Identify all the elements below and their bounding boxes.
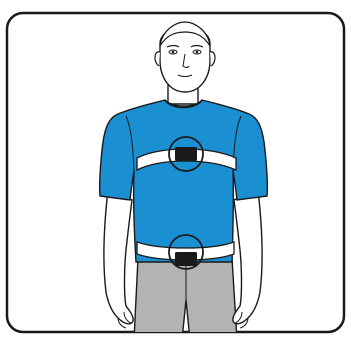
right-pupil <box>196 51 199 54</box>
waist-sensor <box>175 252 197 266</box>
left-pupil <box>172 51 175 54</box>
chest-sensor <box>175 147 197 161</box>
